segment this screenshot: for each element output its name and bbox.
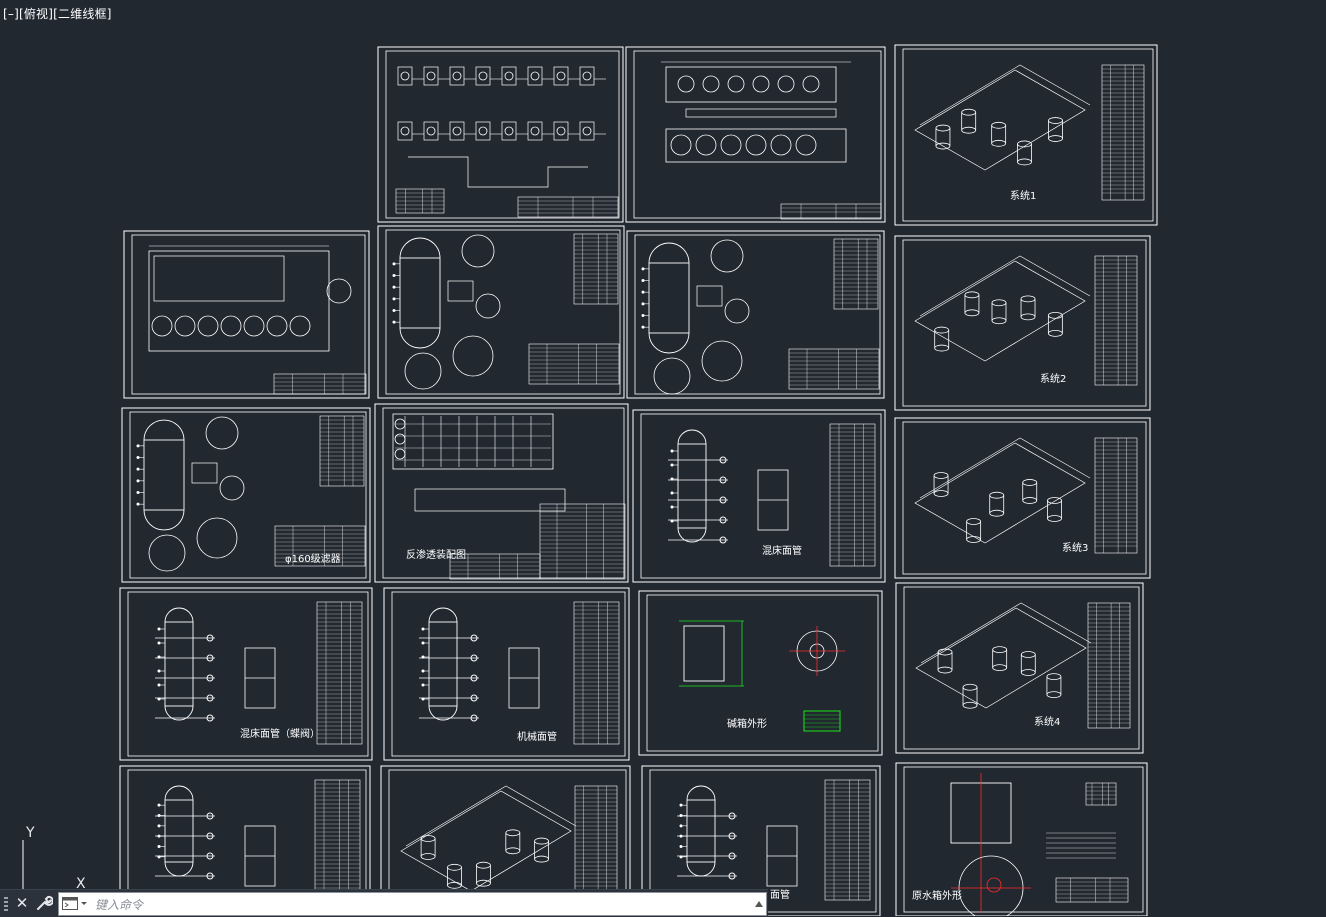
viewport-controls-label[interactable]: [–][俯视][二维线框] — [3, 7, 112, 21]
sheet-mixed-bed-piping[interactable] — [632, 409, 886, 583]
sheet-equipment-layout[interactable] — [625, 46, 886, 223]
sheet-plan-view[interactable] — [123, 230, 370, 399]
sheet-title: 系统4 — [1034, 717, 1061, 728]
sheet-title: 系统1 — [1010, 191, 1037, 202]
sheet-title: 混床面管 — [762, 546, 802, 557]
close-icon[interactable]: ✕ — [15, 894, 29, 912]
ucs-x-label: X — [76, 876, 86, 892]
sheet-filter-vessel-a[interactable] — [377, 225, 625, 399]
sheet-system-1[interactable] — [894, 44, 1158, 226]
command-input[interactable] — [93, 894, 747, 915]
sheet-system-4[interactable] — [895, 582, 1144, 754]
sheet-title: 机械面管 — [517, 732, 557, 743]
command-history-arrow-icon[interactable] — [755, 899, 763, 909]
sheet-system-3[interactable] — [894, 417, 1151, 579]
sheet-title: 系统2 — [1040, 374, 1067, 385]
sheet-title: 原水箱外形 — [912, 891, 962, 902]
command-line-grip[interactable] — [4, 897, 8, 911]
command-line-bar: ✕ — [0, 889, 768, 917]
ucs-y-label: Y — [25, 825, 35, 841]
sheet-alkali-tank[interactable] — [638, 590, 883, 756]
sheet-title: φ160级滤器 — [285, 554, 341, 565]
sheet-title: 反渗透装配图 — [406, 550, 466, 561]
sheet-ro-rack[interactable] — [374, 403, 629, 583]
sheet-title: 系统3 — [1062, 543, 1089, 554]
sheet-mixed-bed-piping-valve[interactable] — [119, 587, 373, 761]
sheet-title: 碱箱外形 — [727, 719, 767, 730]
sheet-title: 混床面管（蝶阀） — [240, 729, 320, 740]
sheet-system-2[interactable] — [894, 235, 1151, 411]
sheet-vessel-160[interactable] — [121, 407, 371, 583]
command-input-box[interactable] — [58, 892, 767, 916]
sheet-raw-water-tank[interactable] — [895, 762, 1148, 916]
sheet-filter-vessel-b[interactable] — [626, 230, 885, 399]
wrench-icon[interactable] — [35, 894, 53, 912]
command-prompt-icon[interactable] — [62, 897, 88, 911]
ucs-icon: Y X — [22, 825, 86, 892]
sheet-title: 面管 — [770, 890, 790, 901]
sheet-process-flow[interactable] — [377, 46, 624, 223]
sheet-carbon-filter-piping[interactable] — [383, 587, 630, 761]
